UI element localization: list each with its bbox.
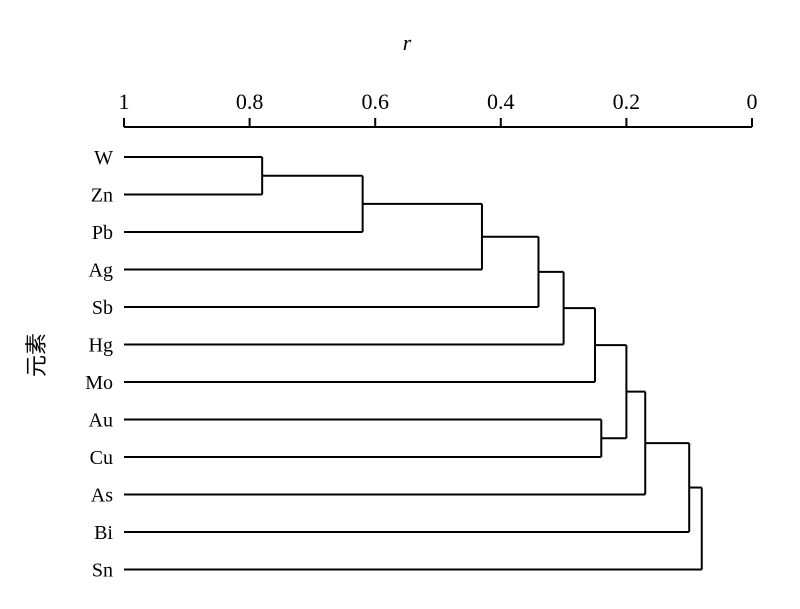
leaf-label-sb: Sb xyxy=(92,297,113,319)
x-tick-label: 0.2 xyxy=(613,89,641,114)
leaf-label-bi: Bi xyxy=(94,522,113,544)
leaf-label-sn: Sn xyxy=(92,560,113,582)
x-axis: 1 0.8 0.6 0.4 0.2 0 xyxy=(119,89,758,128)
leaf-label-cu: Cu xyxy=(90,447,113,469)
leaf-label-ag: Ag xyxy=(89,260,113,282)
leaf-label-mo: Mo xyxy=(85,372,113,394)
x-tick-label: 0.4 xyxy=(487,89,515,114)
leaf-label-w: W xyxy=(94,147,113,169)
x-tick-label: 0.6 xyxy=(361,89,389,114)
x-tick-label: 0.8 xyxy=(236,89,264,114)
x-tick-label: 1 xyxy=(119,89,130,114)
leaf-label-pb: Pb xyxy=(92,222,113,244)
leaf-label-zn: Zn xyxy=(91,185,113,207)
leaf-label-hg: Hg xyxy=(89,335,113,357)
x-axis-title: r xyxy=(403,30,412,55)
leaf-label-as: As xyxy=(91,485,113,507)
x-tick-label: 0 xyxy=(747,89,758,114)
y-axis-title: 元素 xyxy=(24,333,49,377)
leaf-label-au: Au xyxy=(89,410,113,432)
dendrogram-tree xyxy=(124,156,703,571)
